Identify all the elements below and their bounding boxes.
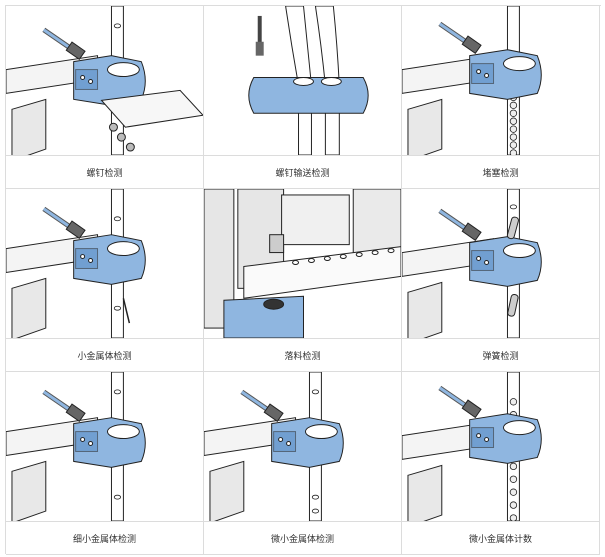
illustration-drop-detection (204, 189, 402, 339)
caption-clog-detection: 堵塞检测 (402, 156, 600, 189)
sensor-illustration (6, 372, 146, 521)
illustration-screw-feed-detection (204, 6, 402, 156)
illustration-clog-detection (402, 6, 600, 156)
caption-drop-detection: 落料检测 (204, 339, 402, 372)
caption-fine-metal-detection: 细小金属体检测 (6, 522, 204, 555)
illustration-spring-detection (402, 189, 600, 339)
sensor-illustration (6, 189, 146, 338)
illustration-micro-metal-detection (204, 372, 402, 522)
sensor-illustration (6, 6, 203, 155)
detection-grid: 螺钉检测 螺钉输送检测 堵塞检测 (5, 5, 601, 555)
sensor-illustration (402, 372, 542, 521)
sensor-illustration (402, 189, 542, 338)
caption-small-metal-detection: 小金属体检测 (6, 339, 204, 372)
illustration-screw-detection (6, 6, 204, 156)
caption-micro-metal-detection: 微小金属体检测 (204, 522, 402, 555)
sensor-illustration (204, 372, 344, 521)
sensor-illustration (204, 189, 401, 338)
illustration-micro-metal-counting (402, 372, 600, 522)
sensor-illustration (402, 6, 542, 155)
caption-spring-detection: 弹簧检测 (402, 339, 600, 372)
sensor-illustration (248, 6, 369, 155)
illustration-small-metal-detection (6, 189, 204, 339)
illustration-fine-metal-detection (6, 372, 204, 522)
caption-micro-metal-counting: 微小金属体计数 (402, 522, 600, 555)
caption-screw-detection: 螺钉检测 (6, 156, 204, 189)
caption-screw-feed-detection: 螺钉输送检测 (204, 156, 402, 189)
